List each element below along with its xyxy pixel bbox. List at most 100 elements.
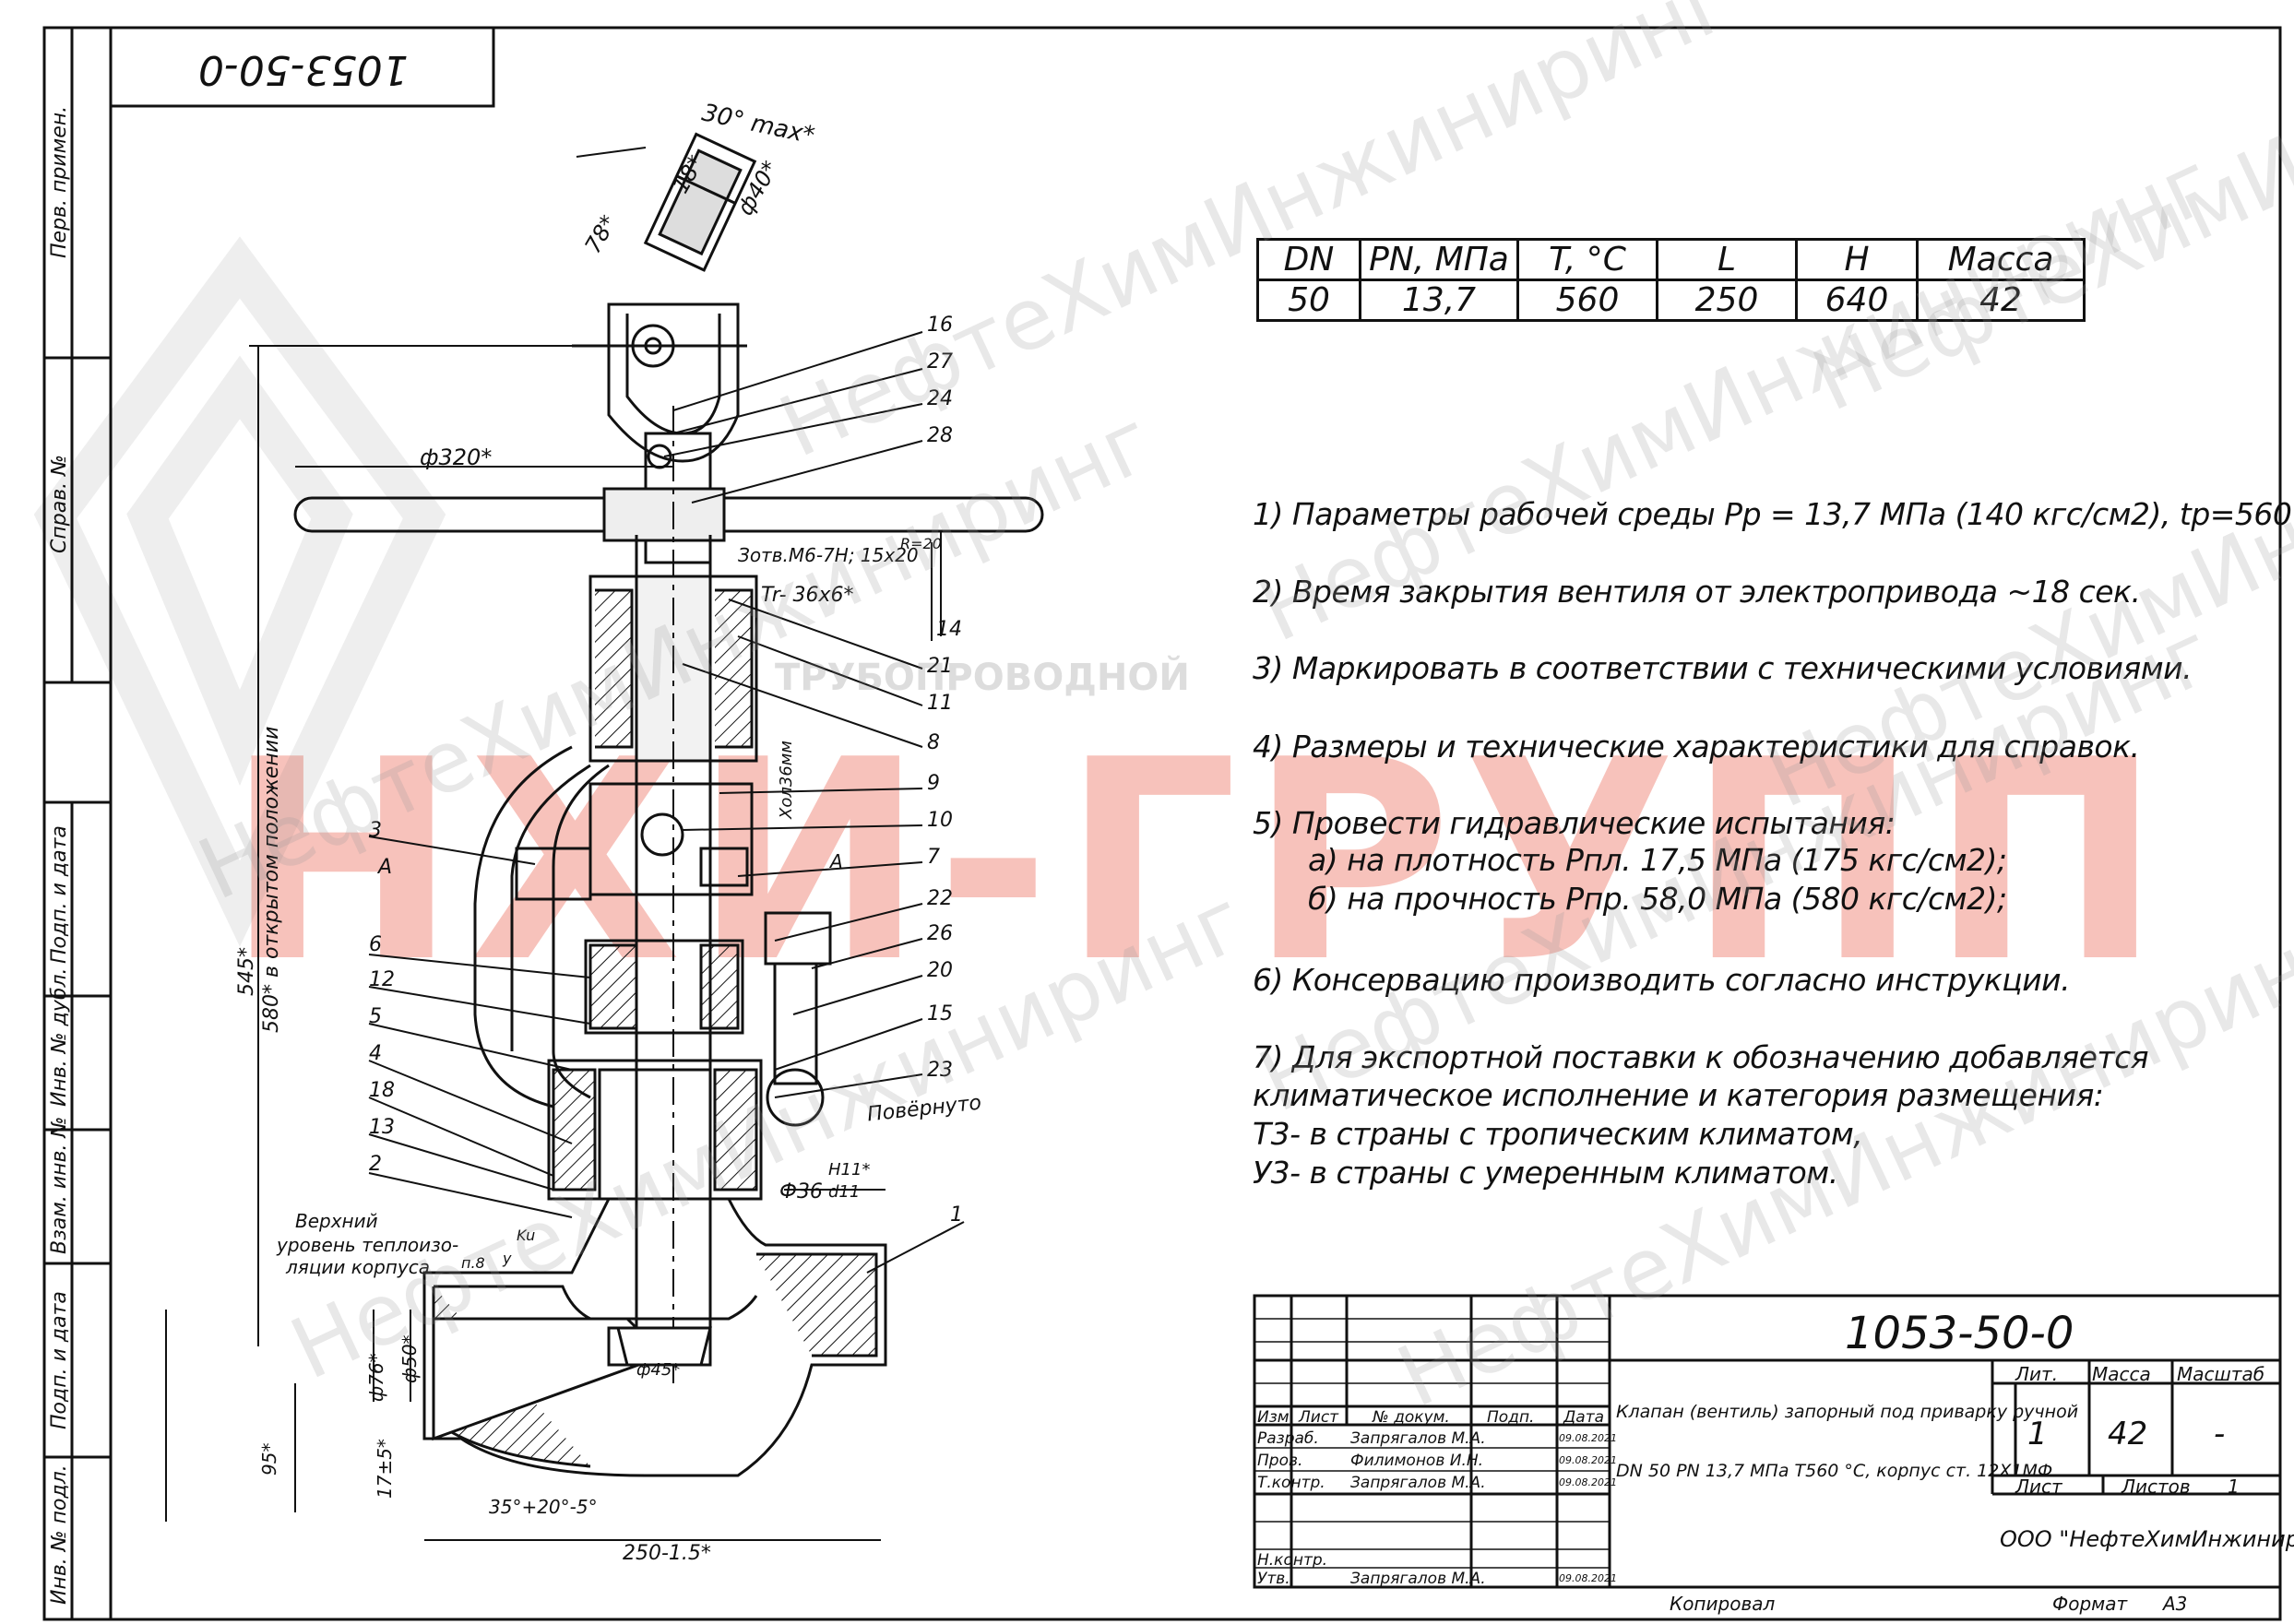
tb-scale: - bbox=[2214, 1416, 2226, 1452]
upper-level-1: Верхний bbox=[295, 1210, 378, 1232]
tb-mass-label: Масса bbox=[2092, 1363, 2151, 1385]
shield-logo-watermark bbox=[33, 236, 446, 947]
note-5a: а) на плотность Pпл. 17,5 МПа (175 кгс/с… bbox=[1308, 842, 2007, 878]
upper-level-3: ляции корпуса bbox=[286, 1256, 430, 1278]
value-l: 250 bbox=[1656, 279, 1798, 322]
tb-sheet-label: Лист bbox=[2015, 1476, 2062, 1498]
value-h: 640 bbox=[1795, 279, 1919, 322]
note-4: 4) Размеры и технические характеристики … bbox=[1253, 729, 2140, 765]
callout-14: 14 bbox=[936, 618, 962, 641]
dim-thread1: Зотв.М6-7Н; 15x20 bbox=[738, 544, 919, 566]
tb-copied: Копировал bbox=[1670, 1593, 1776, 1615]
tb-col-izm: Изм. bbox=[1257, 1408, 1294, 1427]
callout-23: 23 bbox=[927, 1059, 953, 1082]
note-7-line4: У3- в страны с умеренным климатом. bbox=[1253, 1155, 1838, 1191]
note-7-line2: климатическое исполнение и категория раз… bbox=[1253, 1077, 2104, 1113]
callout-7: 7 bbox=[927, 846, 940, 869]
header-mass: Масса bbox=[1916, 238, 2086, 281]
dim-d36: Ф36 bbox=[779, 1180, 823, 1203]
callout-16: 16 bbox=[927, 314, 953, 337]
header-l: L bbox=[1656, 238, 1798, 281]
tb-date-razrab: 09.08.2021 bbox=[1559, 1432, 1617, 1444]
tb-name-razrab: Запрягалов М.А. bbox=[1350, 1429, 1486, 1448]
callout-3: 3 bbox=[369, 819, 382, 842]
tb-mass: 42 bbox=[2108, 1416, 2148, 1452]
callout-18: 18 bbox=[369, 1079, 395, 1102]
note-5b: б) на прочность Pпр. 58,0 МПа (580 кгс/с… bbox=[1308, 881, 2007, 917]
inner-frame bbox=[109, 26, 2282, 1621]
parameters-table: DN PN, МПа T, °C L H Масса 50 13,7 560 2… bbox=[1256, 238, 2086, 322]
dim-thread2: Tr- 36x6* bbox=[761, 584, 854, 607]
callout-26: 26 bbox=[927, 922, 953, 945]
callout-leaders bbox=[368, 331, 965, 1274]
note-1: 1) Параметры рабочей среды Pр = 13,7 МПа… bbox=[1253, 496, 2294, 532]
header-t: T, °C bbox=[1516, 238, 1658, 281]
callout-12: 12 bbox=[369, 968, 395, 991]
tb-date-utv: 09.08.2021 bbox=[1559, 1572, 1617, 1584]
callout-8: 8 bbox=[927, 731, 940, 754]
header-h: H bbox=[1795, 238, 1919, 281]
header-pn: PN, МПа bbox=[1359, 238, 1519, 281]
callout-2: 2 bbox=[369, 1153, 382, 1176]
callout-1: 1 bbox=[950, 1203, 963, 1227]
tb-lit: 1 bbox=[2027, 1416, 2048, 1452]
tb-role-tkontr: Т.контр. bbox=[1257, 1474, 1325, 1492]
callout-20: 20 bbox=[927, 959, 953, 982]
tb-date-tkontr: 09.08.2021 bbox=[1559, 1476, 1617, 1488]
callout-11: 11 bbox=[927, 692, 953, 715]
value-mass: 42 bbox=[1916, 279, 2086, 322]
callout-6: 6 bbox=[369, 933, 382, 956]
callout-13: 13 bbox=[369, 1116, 395, 1139]
tb-col-podp: Подп. bbox=[1487, 1408, 1535, 1427]
dim-ku: Ku bbox=[517, 1227, 536, 1244]
callout-22: 22 bbox=[927, 887, 953, 910]
dim-y: y bbox=[503, 1250, 512, 1267]
note-7-line3: Т3- в страны с тропическим климатом, bbox=[1253, 1116, 1863, 1152]
note-3: 3) Маркировать в соответствии с техничес… bbox=[1253, 650, 2193, 686]
tb-designation: 1053-50-0 bbox=[1845, 1308, 2074, 1359]
tb-title-line1: Клапан (вентиль) запорный под приварку р… bbox=[1616, 1402, 2079, 1422]
header-dn: DN bbox=[1256, 238, 1361, 281]
dim-fit: H11* bbox=[828, 1160, 871, 1179]
tb-role-utv: Утв. bbox=[1257, 1570, 1290, 1588]
tb-name-tkontr: Запрягалов М.А. bbox=[1350, 1474, 1486, 1492]
value-pn: 13,7 bbox=[1359, 279, 1519, 322]
tb-col-doc: № докум. bbox=[1373, 1408, 1450, 1427]
value-dn: 50 bbox=[1256, 279, 1361, 322]
tb-role-prov: Пров. bbox=[1257, 1452, 1303, 1470]
tb-col-list: Лист bbox=[1299, 1408, 1339, 1427]
tb-name-utv: Запрягалов М.А. bbox=[1350, 1570, 1486, 1588]
dim-thread1-extra: R=20 bbox=[900, 535, 942, 552]
stamp-box bbox=[109, 26, 495, 108]
callout-9: 9 bbox=[927, 772, 940, 795]
callout-10: 10 bbox=[927, 809, 953, 832]
dim-handwheel: ф320* bbox=[420, 445, 493, 470]
tb-company: ООО "НефтеХимИнжиниринг" bbox=[2000, 1526, 2294, 1552]
tb-col-date: Дата bbox=[1563, 1408, 1605, 1427]
tb-format: А3 bbox=[2163, 1593, 2188, 1615]
tb-date-prov: 09.08.2021 bbox=[1559, 1454, 1617, 1466]
value-t: 560 bbox=[1516, 279, 1658, 322]
callout-5: 5 bbox=[369, 1005, 382, 1028]
tb-scale-label: Масштаб bbox=[2177, 1363, 2265, 1385]
section-a-left: А bbox=[378, 856, 393, 879]
note-7: 7) Для экспортной поставки к обозначению… bbox=[1253, 1039, 2149, 1075]
watermark-small: ТРУБОПРОВОДНОЙ bbox=[775, 657, 1190, 699]
dim-d45: ф45* bbox=[636, 1360, 681, 1380]
callout-15: 15 bbox=[927, 1002, 953, 1025]
dim-length: 250-1.5* bbox=[623, 1542, 711, 1565]
tb-lit-label: Лит. bbox=[2015, 1363, 2059, 1385]
table-header-row: DN PN, МПа T, °C L H Масса bbox=[1256, 238, 2086, 281]
dimension-lines bbox=[165, 147, 942, 1541]
note-2: 2) Время закрытия вентиля от электроприв… bbox=[1253, 574, 2141, 610]
callout-24: 24 bbox=[927, 387, 953, 410]
tb-format-label: Формат bbox=[2052, 1593, 2128, 1615]
tb-title-line2: DN 50 PN 13,7 МПа T560 °С, корпус ст. 12… bbox=[1616, 1461, 2053, 1481]
dim-angle-bottom: 35°+20°-5° bbox=[489, 1496, 598, 1518]
callout-4: 4 bbox=[369, 1042, 382, 1065]
callout-28: 28 bbox=[927, 424, 953, 447]
tb-sheets: 1 bbox=[2228, 1476, 2240, 1498]
